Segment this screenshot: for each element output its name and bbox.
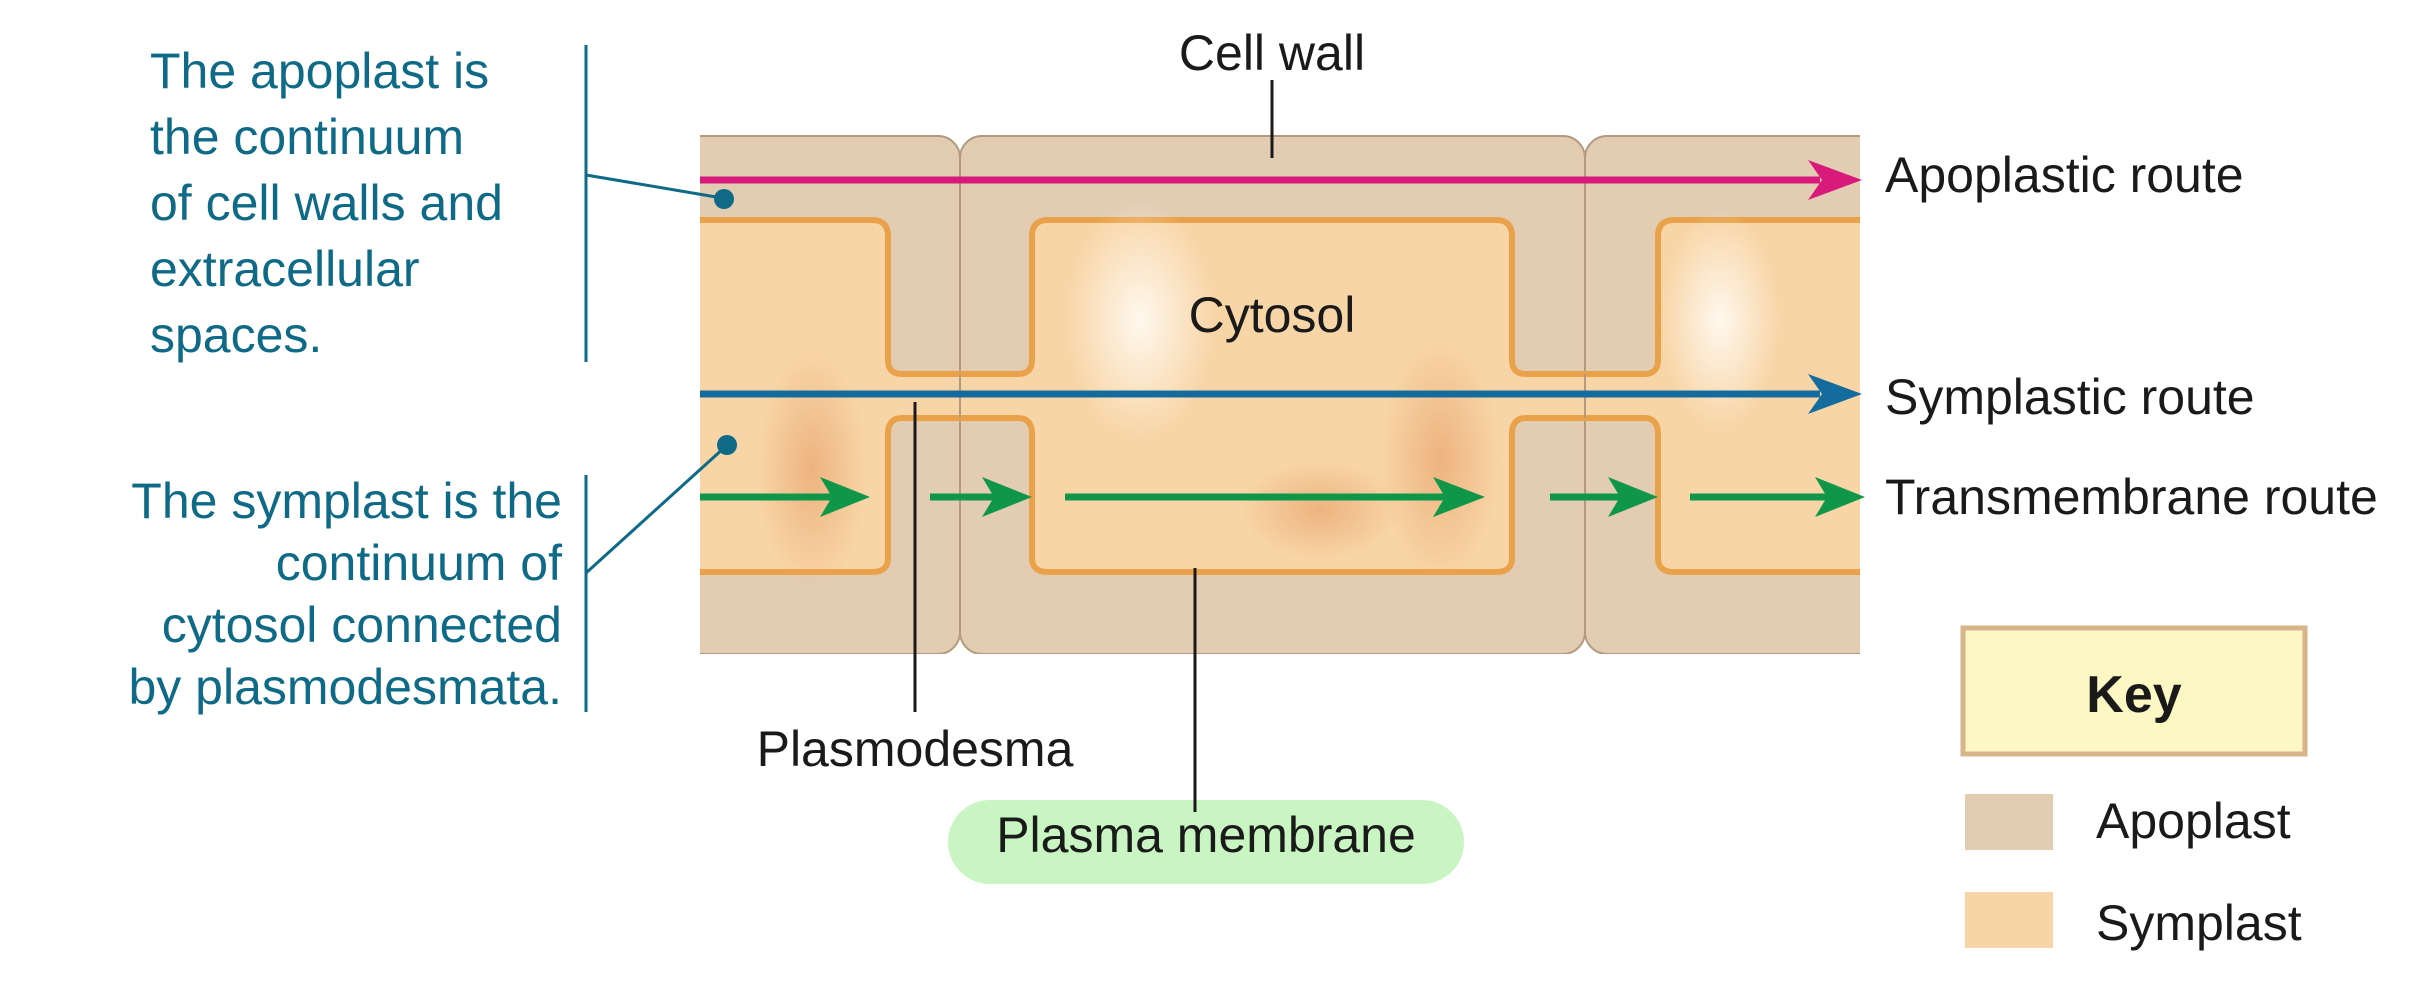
cytosol-glow-2 [1660,210,1780,430]
cytosol-shade-2 [1380,340,1500,580]
plasma-membrane-badge [948,800,1464,884]
key-legend: Key Apoplast Symplast [1960,625,2308,951]
symplast-annotation-line-3: cytosol connected [162,597,562,653]
symplast-annotation-line-4: by plasmodesmata. [128,659,562,715]
symplast-annotation-line-1: The symplast is the [131,473,562,529]
apoplast-annotation-line-5: spaces. [150,307,322,363]
apoplast-annotation: The apoplast is the continuum of cell wa… [150,43,588,363]
transmembrane-route-arrows [700,477,1865,517]
key-symplast-swatch [1965,892,2053,948]
transmembrane-route-label: Transmembrane route [1885,469,2378,525]
apoplast-annotation-line-2: the continuum [150,109,464,165]
key-header-box [1960,625,2308,757]
apoplastic-route-arrow [700,160,1862,200]
symplast-leader [584,435,737,575]
cytosol-label: Cytosol [1189,287,1356,343]
key-apoplast-label: Apoplast [2096,793,2291,849]
plasmodesma-label: Plasmodesma [757,721,1074,777]
symplast-annotation: The symplast is the continuum of cytosol… [128,473,588,715]
apoplast-annotation-line-3: of cell walls and [150,175,503,231]
cytosol-shade-1 [757,350,867,590]
apoplast-annotation-line-1: The apoplast is [150,43,489,99]
key-title: Key [2086,666,2181,724]
cytosol-shade-3 [1240,460,1400,560]
cell-wall-label: Cell wall [1179,25,1365,81]
symplastic-route-label: Symplastic route [1885,369,2255,425]
symplastic-route-arrow [700,374,1862,414]
plasma-membrane-label: Plasma membrane [996,807,1416,863]
key-apoplast-swatch [1965,794,2053,850]
apoplast-annotation-line-4: extracellular [150,241,420,297]
symplast-annotation-line-2: continuum of [276,535,562,591]
cytosol-glow-1 [1065,200,1215,440]
apoplastic-route-label: Apoplastic route [1885,147,2244,203]
apoplast-leader [585,173,734,209]
key-symplast-label: Symplast [2096,895,2302,951]
